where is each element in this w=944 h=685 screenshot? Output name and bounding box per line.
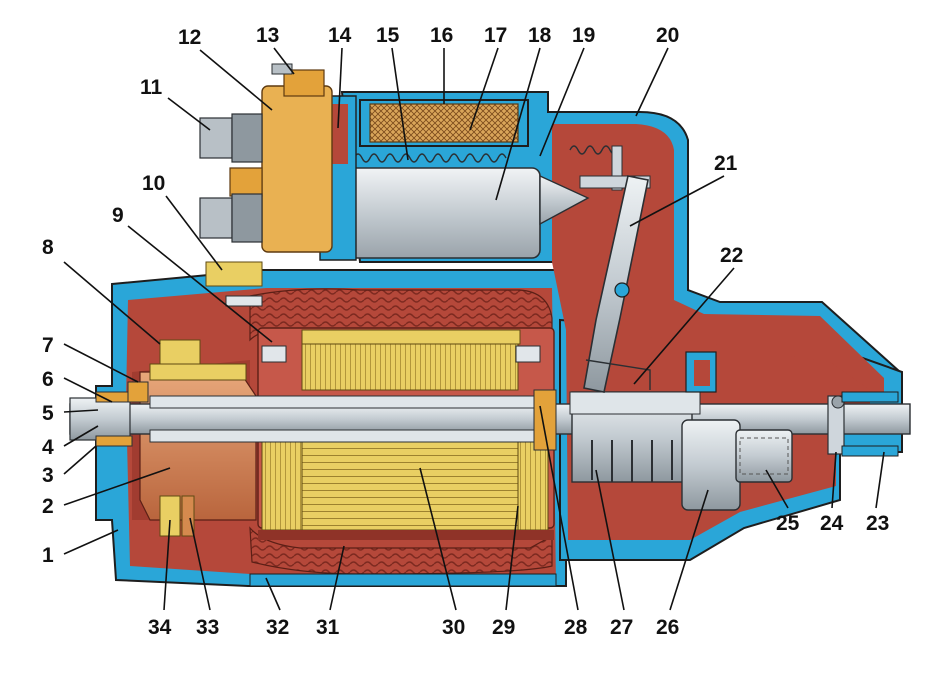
label-28: 28 xyxy=(564,616,588,639)
label-3: 3 xyxy=(42,464,54,487)
label-26: 26 xyxy=(656,616,679,639)
label-29: 29 xyxy=(492,616,515,639)
label-8: 8 xyxy=(42,236,54,259)
label-17: 17 xyxy=(484,24,507,47)
label-27: 27 xyxy=(610,616,633,639)
label-2: 2 xyxy=(42,495,54,518)
label-13: 13 xyxy=(256,24,279,47)
label-33: 33 xyxy=(196,616,219,639)
label-25: 25 xyxy=(776,512,800,535)
label-34: 34 xyxy=(148,616,172,639)
terminals xyxy=(199,63,333,253)
armature-shaft xyxy=(69,389,911,451)
label-14: 14 xyxy=(328,24,352,47)
label-21: 21 xyxy=(714,152,738,175)
label-30: 30 xyxy=(442,616,465,639)
drive-assembly xyxy=(569,351,899,511)
part-labels: 1 2 3 4 5 6 7 8 9 10 11 12 13 14 15 16 1… xyxy=(42,24,889,639)
label-18: 18 xyxy=(528,24,552,47)
label-10: 10 xyxy=(142,172,165,195)
label-11: 11 xyxy=(140,76,163,99)
label-9: 9 xyxy=(112,204,124,227)
misc-parts xyxy=(127,261,557,587)
label-6: 6 xyxy=(42,368,54,391)
label-15: 15 xyxy=(376,24,400,47)
label-16: 16 xyxy=(430,24,453,47)
leader-lines xyxy=(63,47,885,611)
label-5: 5 xyxy=(42,402,54,425)
label-31: 31 xyxy=(316,616,340,639)
label-7: 7 xyxy=(42,334,54,357)
label-20: 20 xyxy=(656,24,679,47)
label-24: 24 xyxy=(820,512,844,535)
label-4: 4 xyxy=(42,436,54,459)
label-23: 23 xyxy=(866,512,889,535)
label-32: 32 xyxy=(266,616,289,639)
label-19: 19 xyxy=(572,24,595,47)
label-1: 1 xyxy=(42,544,54,567)
shift-lever xyxy=(583,175,651,393)
label-22: 22 xyxy=(720,244,743,267)
label-12: 12 xyxy=(178,26,201,49)
